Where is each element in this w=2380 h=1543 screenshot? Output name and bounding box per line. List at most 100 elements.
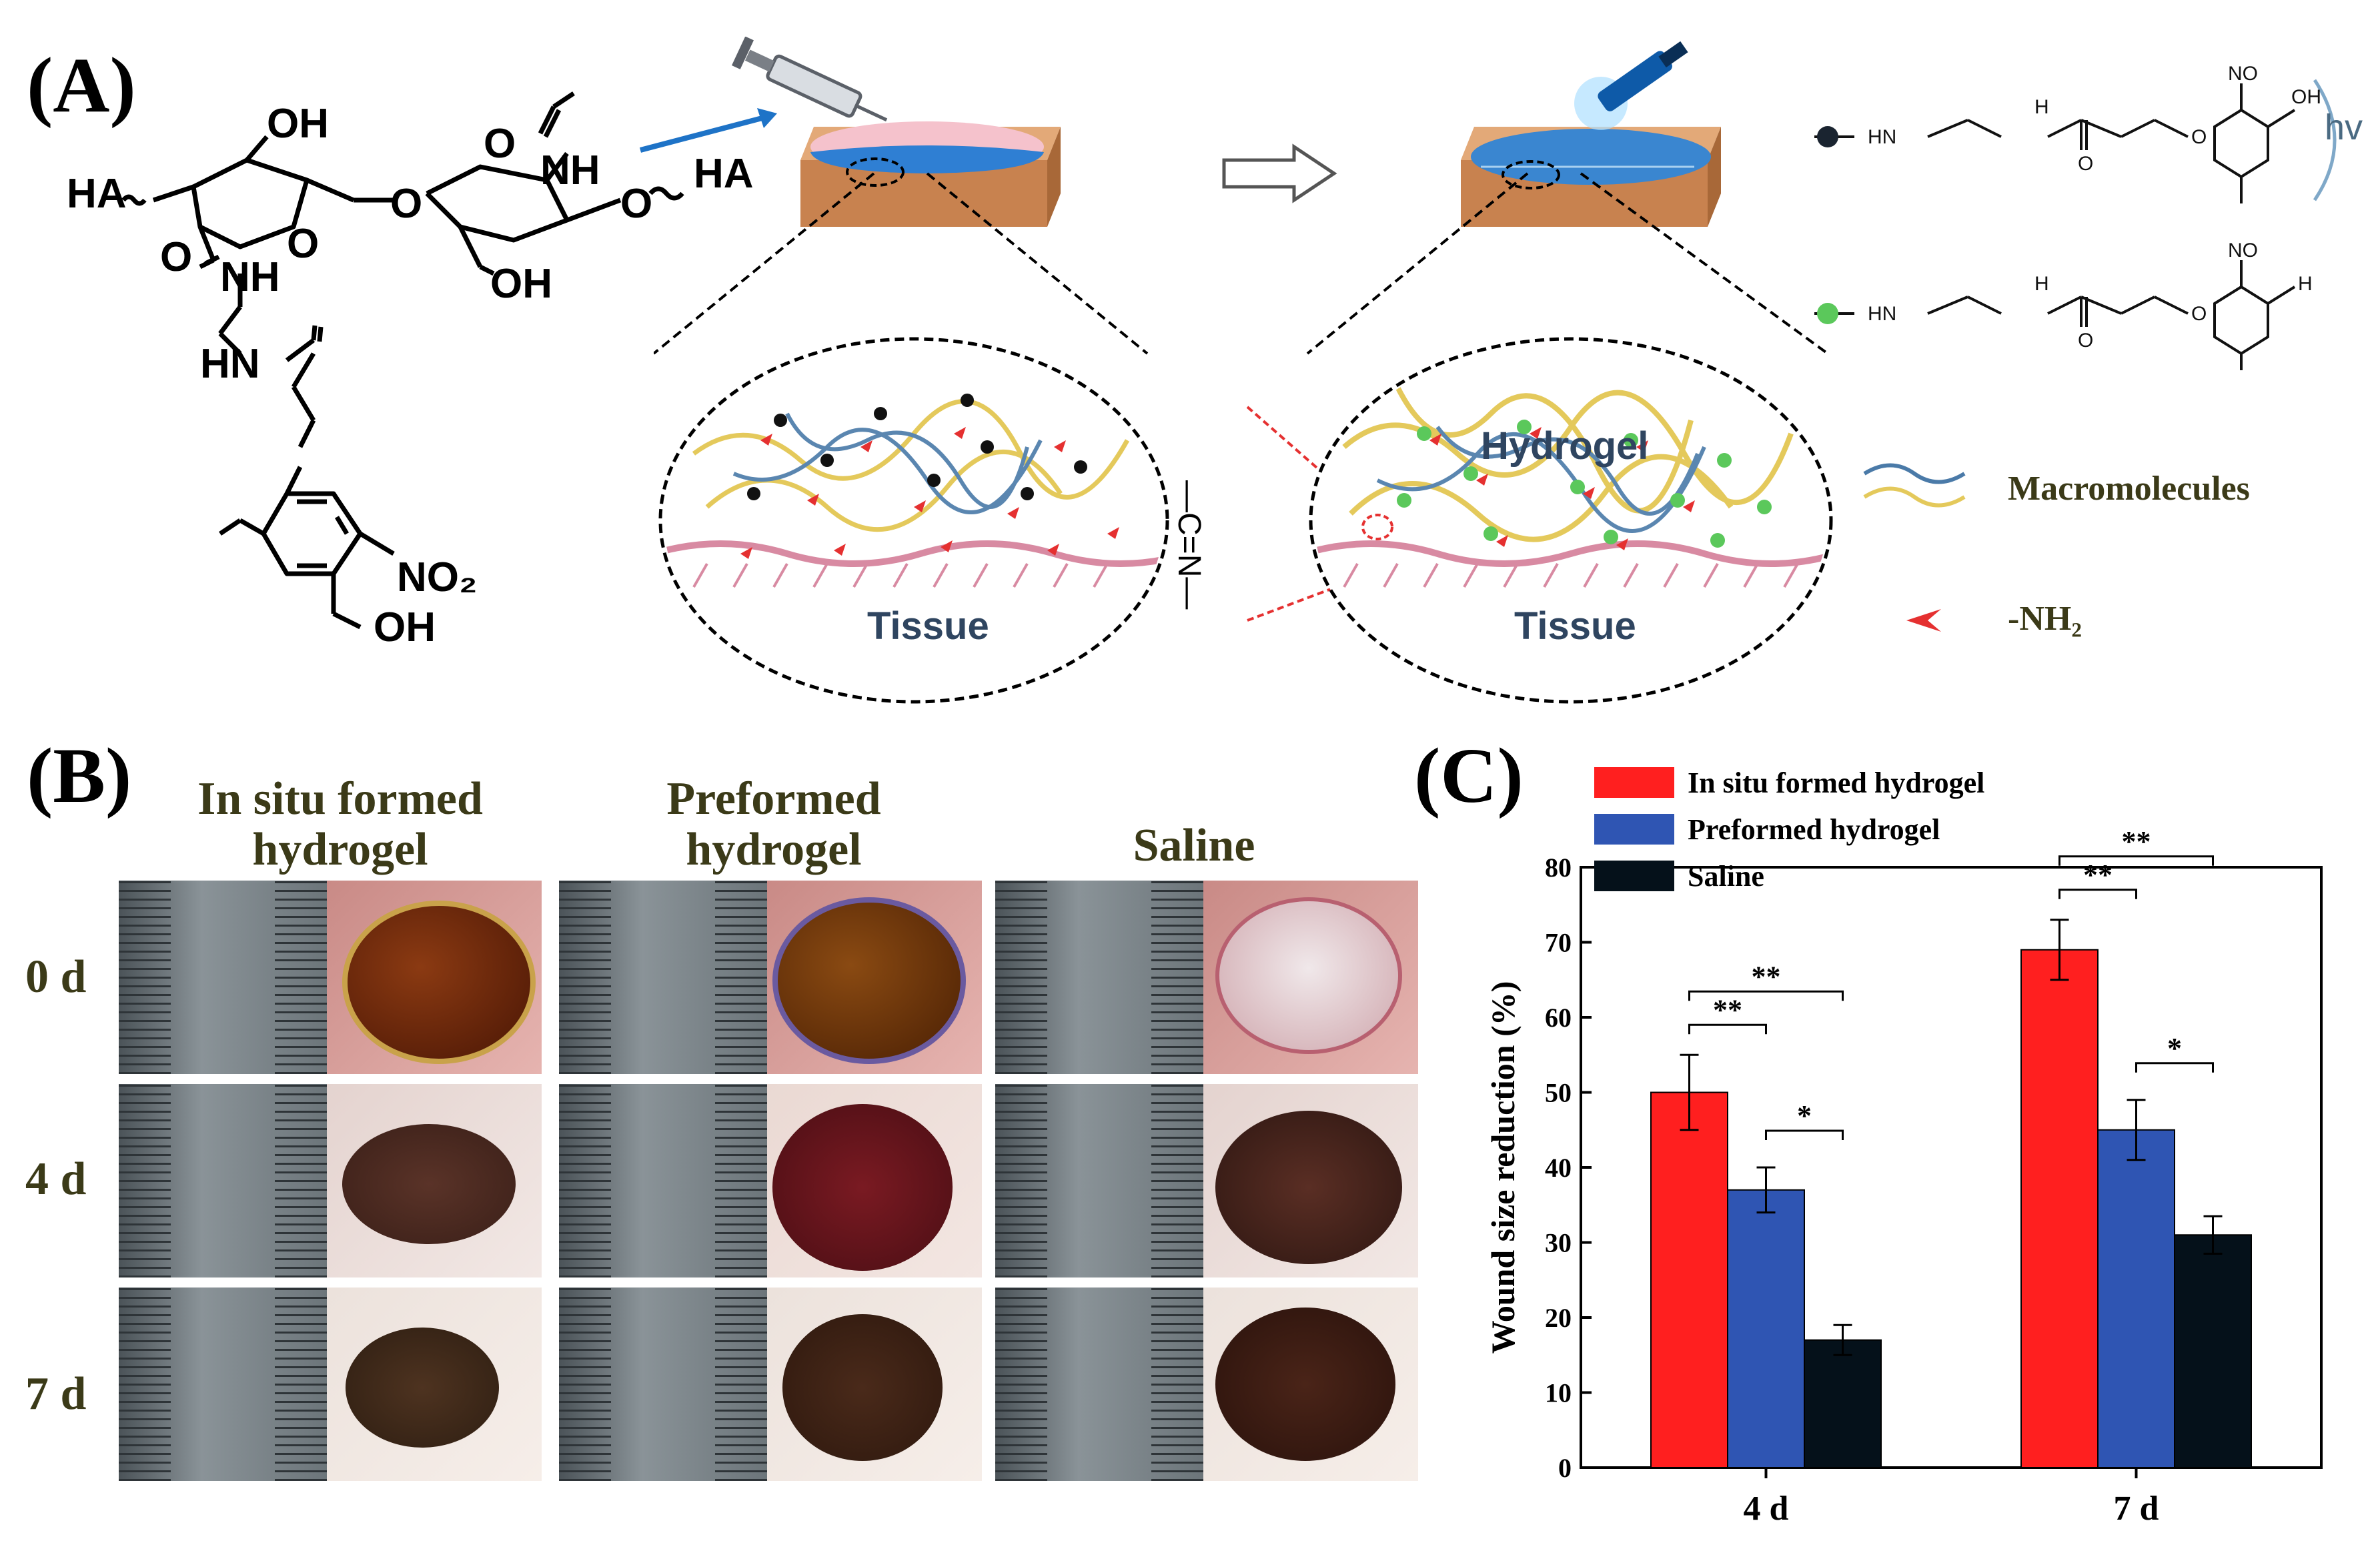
- nh-label-2: NH: [540, 147, 600, 193]
- bar: [2174, 1234, 2252, 1468]
- bar: [2020, 949, 2099, 1468]
- acetyl-o-label: O: [484, 121, 516, 167]
- y-tick-label: 30: [1545, 1228, 1572, 1258]
- bar: [1727, 1189, 1805, 1468]
- svg-text:H: H: [2034, 96, 2049, 118]
- bar: [1650, 1091, 1728, 1468]
- ring-o-label-1: O: [287, 221, 320, 267]
- significance-bracket: [2058, 889, 2137, 899]
- oh-label-3: OH: [374, 604, 436, 650]
- svg-text:NO: NO: [2228, 63, 2258, 85]
- svg-text:O: O: [2191, 126, 2207, 148]
- column-title-saline: Saline: [1133, 820, 1255, 871]
- macromolecule-legend-icon: [1863, 463, 1966, 508]
- significance-label: *: [1797, 1099, 1812, 1132]
- svg-text:HN: HN: [1868, 126, 1896, 148]
- legend-swatch: [1594, 861, 1674, 891]
- svg-text:OH: OH: [2291, 86, 2321, 108]
- oh-label-2: OH: [490, 261, 552, 307]
- tissue-block-left: [800, 121, 1061, 227]
- nh2-legend-icon: [1906, 609, 1941, 632]
- wound-photo-insitu-0d: [119, 881, 542, 1074]
- wound-photo-preformed-4d: [559, 1084, 982, 1277]
- ring-o-label-2: O: [620, 181, 653, 227]
- row-label-0d: 0 d: [25, 951, 87, 1003]
- legend-swatch: [1594, 814, 1674, 845]
- y-tick-label: 10: [1545, 1378, 1572, 1408]
- y-tick-label: 80: [1545, 853, 1572, 883]
- carbonyl-o-label: O: [160, 234, 193, 280]
- y-tick-label: 40: [1545, 1153, 1572, 1183]
- y-tick-label: 20: [1545, 1303, 1572, 1333]
- svg-text:HN: HN: [1868, 303, 1896, 325]
- ha-right-label: HA: [694, 151, 754, 197]
- hv-label: hv: [2325, 107, 2363, 147]
- tissue-label-right: Tissue: [1514, 604, 1636, 648]
- legend-label: Saline: [1688, 860, 1764, 893]
- light-source-icon: [1574, 41, 1688, 130]
- wound-photo-saline-4d: [995, 1084, 1418, 1277]
- column-title-in-situ: In situ formed hydrogel: [197, 773, 483, 875]
- ha-left-label: HA: [67, 171, 127, 217]
- panel-label-a: (A): [27, 41, 136, 129]
- panel-label-c: (C): [1414, 732, 1524, 819]
- significance-label: **: [2122, 825, 2151, 858]
- zoom-lines: [654, 172, 1829, 355]
- y-tick-label: 70: [1545, 928, 1572, 958]
- wound-photo-saline-0d: [995, 881, 1418, 1074]
- hn-label: HN: [200, 341, 260, 387]
- process-arrow-icon: [1222, 143, 1337, 203]
- tissue-label-left: Tissue: [867, 604, 989, 648]
- svg-text:H: H: [2298, 273, 2313, 295]
- panel-label-b: (B): [27, 732, 132, 819]
- macromolecules-label: Macromolecules: [2008, 470, 2250, 508]
- svg-text:NO: NO: [2228, 239, 2258, 262]
- y-tick-label: 50: [1545, 1078, 1572, 1108]
- y-axis-label: Wound size reduction (%): [1484, 981, 1522, 1354]
- wound-photo-preformed-7d: [559, 1288, 982, 1481]
- significance-bracket: [1765, 1129, 1844, 1140]
- tissue-zoom-left: [658, 337, 1169, 704]
- glyco-o-label: O: [390, 181, 423, 227]
- hydrogel-label: Hydrogel: [1481, 424, 1649, 468]
- wound-photo-insitu-4d: [119, 1084, 542, 1277]
- significance-label: **: [2083, 859, 2113, 891]
- tissue-zoom-right: [1309, 337, 1833, 704]
- column-title-preformed: Preformed hydrogel: [666, 773, 881, 875]
- injection-arrow-icon: [639, 108, 777, 153]
- svg-text:O: O: [2191, 303, 2207, 325]
- bar: [1804, 1339, 1882, 1468]
- bar: [2097, 1129, 2175, 1468]
- y-tick-label: 60: [1545, 1003, 1572, 1033]
- x-tick-label: 4 d: [1744, 1490, 1789, 1528]
- wound-photo-insitu-7d: [119, 1288, 542, 1481]
- significance-label: **: [1752, 960, 1781, 993]
- significance-bracket: [1688, 990, 1844, 1001]
- svg-text:O: O: [2078, 153, 2093, 175]
- legend-label: In situ formed hydrogel: [1688, 766, 1984, 799]
- row-label-4d: 4 d: [25, 1153, 87, 1205]
- y-tick-label: 0: [1558, 1453, 1572, 1483]
- x-tick-label: 7 d: [2114, 1490, 2159, 1528]
- syringe-icon: [731, 37, 888, 122]
- significance-bracket: [1688, 1023, 1767, 1035]
- significance-bracket: [2135, 1062, 2214, 1073]
- nh2-label: -NH₂: [2008, 600, 2082, 638]
- legend-swatch: [1594, 767, 1674, 798]
- wound-photo-preformed-0d: [559, 881, 982, 1074]
- svg-text:O: O: [2078, 330, 2093, 352]
- ha-structure-bonds: [121, 91, 684, 630]
- legend-label: Preformed hydrogel: [1688, 813, 1940, 846]
- svg-text:H: H: [2034, 273, 2049, 295]
- imine-label: —C=N—: [1171, 480, 1207, 610]
- significance-bracket: [2058, 855, 2214, 866]
- wound-photo-saline-7d: [995, 1288, 1418, 1481]
- no2-label: NO₂: [397, 554, 478, 600]
- significance-label: **: [1713, 993, 1742, 1026]
- row-label-7d: 7 d: [25, 1368, 87, 1420]
- nh-label-1: NH: [220, 254, 280, 300]
- nitrobenzyl-structures: HN H O O NO OH HN H O O NO H: [1814, 63, 2337, 370]
- significance-label: *: [2167, 1032, 2182, 1065]
- oh-label-1: OH: [267, 101, 329, 147]
